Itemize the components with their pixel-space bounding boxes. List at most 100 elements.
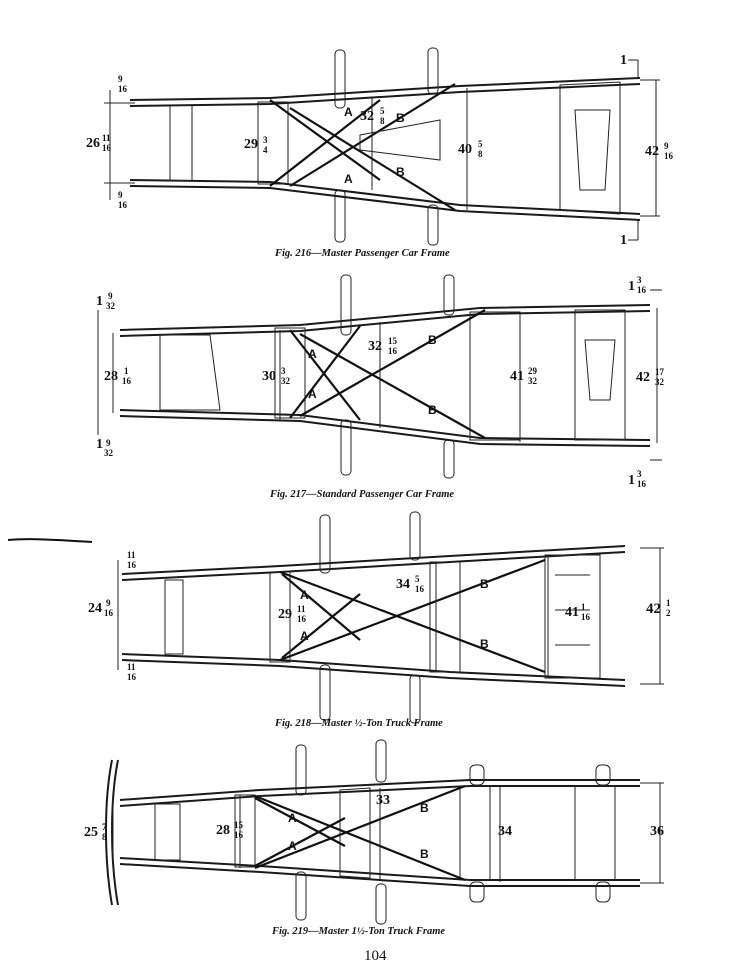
fig217-label-b-bottom: B <box>428 403 437 417</box>
fig219-bumper <box>111 759 119 906</box>
fig216-diagonal <box>269 99 381 187</box>
fig216-rear-crossmember <box>559 81 621 215</box>
fig217-mid2-whole: 32 <box>368 339 382 354</box>
fig219-spring <box>595 881 611 903</box>
fig218-front-crossmember <box>164 579 184 655</box>
fig218-label-b-bottom: B <box>480 637 489 651</box>
fig216-rear-width-num: 9 <box>664 141 669 151</box>
fig217-rear-bot-den: 16 <box>637 479 647 489</box>
fig217-diagonal <box>289 329 361 421</box>
fig217-spring <box>340 419 352 476</box>
fig218-rear-width-whole: 42 <box>646 601 661 617</box>
fig219-front-width-whole: 25 <box>84 825 98 840</box>
fig219-label-a-top: A <box>288 811 297 825</box>
fig218-spring <box>409 511 421 561</box>
fig216-mid2-den: 8 <box>380 116 385 126</box>
fig216-mid1-num: 3 <box>263 135 268 145</box>
fig218-mid1-num: 11 <box>297 604 306 614</box>
fig219-lower-rail <box>119 857 640 887</box>
fig217-rear-width-num: 17 <box>655 367 665 377</box>
fig219-mid1-den: 16 <box>234 830 244 840</box>
fig217-spring <box>443 439 455 479</box>
fig218-label-b-top: B <box>480 577 489 591</box>
fig216-mid2-num: 5 <box>380 106 385 116</box>
fig217-rear-bot-whole: 1 <box>628 473 635 488</box>
fig216-rear-offset-bottom: 1 <box>620 233 627 248</box>
fig216-upper-rail <box>129 77 641 107</box>
fig217-label-b-top: B <box>428 333 437 347</box>
fig219-label-b-bottom: B <box>420 847 429 861</box>
fig218-label-a-top: A <box>300 588 309 602</box>
fig216-front-width-den: 16 <box>102 143 112 153</box>
fig218-front-width-num: 9 <box>106 598 111 608</box>
fig217-mid2-den: 16 <box>388 346 398 356</box>
fig217-diagonal <box>299 309 486 417</box>
fig219-front-crossmember <box>154 803 181 861</box>
fig216-front-bot-den: 16 <box>118 200 128 210</box>
fig218-spring <box>319 664 331 721</box>
fig217-caption: Fig. 217—Standard Passenger Car Frame <box>269 489 454 500</box>
fig218-front-bot-den: 16 <box>127 672 137 682</box>
fig217-diagonal <box>289 325 361 419</box>
fig219-spring <box>375 739 387 783</box>
fig216-mid3-den: 8 <box>478 149 483 159</box>
fig216-mid3-num: 5 <box>478 139 483 149</box>
fig216-spring <box>427 47 439 95</box>
fig218-mid1-den: 16 <box>297 614 307 624</box>
fig218-mid3-num: 1 <box>581 602 586 612</box>
fig217-mid3-whole: 41 <box>510 369 524 384</box>
fig217-rear-top-den: 16 <box>637 285 647 295</box>
fig218-rear-crossmember <box>544 554 601 679</box>
fig217-mid3-den: 32 <box>528 376 538 386</box>
fig218-mid2-whole: 34 <box>396 577 410 592</box>
fig219-diagonal <box>254 797 346 847</box>
fig218-crossmember <box>429 561 461 673</box>
fig217-front-top-den: 32 <box>106 301 116 311</box>
fig219-diagonal <box>254 817 346 867</box>
fig216-front-width-whole: 26 <box>86 136 100 151</box>
fig216-label-b-top: B <box>396 111 405 125</box>
fig217-front-bot-num: 9 <box>106 438 111 448</box>
fig219-mid3: 34 <box>498 824 512 839</box>
fig216-lower-rail <box>129 179 641 221</box>
fig217-spring <box>443 274 455 316</box>
fig219-crossmember <box>459 785 491 881</box>
fig216-mid3-whole: 40 <box>458 142 472 157</box>
fig217-label-a-bottom: A <box>308 387 317 401</box>
fig219-spring <box>375 883 387 925</box>
fig216-front-bot-num: 9 <box>118 190 123 200</box>
fig218-front-width-whole: 24 <box>88 601 102 616</box>
fig216-front-top-num: 9 <box>118 74 123 84</box>
fig217-front-width-whole: 28 <box>104 369 118 384</box>
fig218-spring <box>319 514 331 574</box>
fig217-rear-width-den: 32 <box>655 377 665 387</box>
fig216-label-a-top: A <box>344 105 353 119</box>
fig216-mid1-whole: 29 <box>244 137 258 152</box>
fig217-front-top-num: 9 <box>108 291 113 301</box>
fig218-label-a-bottom: A <box>300 629 309 643</box>
fig217-rear-width-whole: 42 <box>636 370 650 385</box>
fig218-spring <box>409 674 421 724</box>
fig217-mid1-den: 32 <box>281 376 291 386</box>
page-number: 104 <box>364 948 387 964</box>
fig216-mid2-whole: 32 <box>360 109 374 124</box>
fig219-center-box <box>234 794 256 868</box>
fig219-rear-width: 36 <box>650 824 664 839</box>
fig219-rear-crossmember <box>574 785 616 881</box>
fig217-front-crossmember <box>159 334 221 411</box>
fig218-diagonal <box>281 593 361 659</box>
fig216-label-a-bottom: A <box>344 172 353 186</box>
fig217-spring <box>340 274 352 336</box>
fig217-rear-top-num: 3 <box>637 275 642 285</box>
fig218-front-bot-num: 11 <box>127 662 136 672</box>
fig219-crossmember <box>339 787 371 879</box>
fig218-mid3-den: 16 <box>581 612 591 622</box>
fig218-front-top-num: 11 <box>127 550 136 560</box>
fig216-front-top-den: 16 <box>118 84 128 94</box>
fig217-diagonal <box>299 333 486 439</box>
fig218-lower-rail <box>121 653 626 687</box>
fig218-mid1-whole: 29 <box>278 607 292 622</box>
fig219-diagonal <box>254 784 466 870</box>
fig218-diagonal <box>279 558 546 662</box>
fig219-mid1-whole: 28 <box>216 823 230 838</box>
